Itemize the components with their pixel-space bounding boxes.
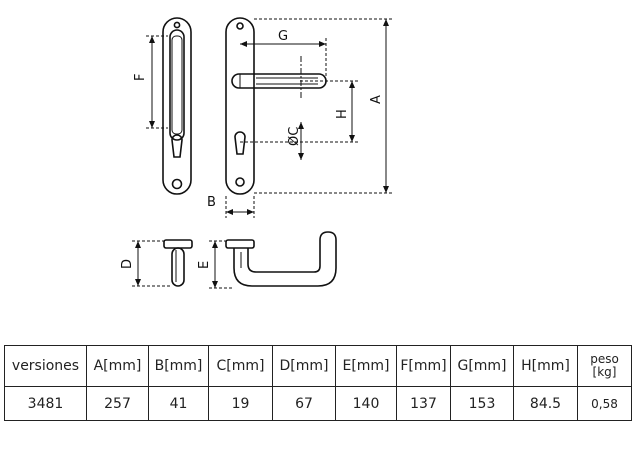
label-g: G (278, 29, 288, 44)
handle-side-view (163, 239, 193, 287)
cell-g: 153 (450, 386, 514, 421)
dimension-g (240, 38, 327, 76)
label-h: H (335, 109, 350, 119)
cell-a: 257 (86, 386, 149, 421)
label-d: D (120, 259, 135, 269)
label-c: ØC (287, 127, 302, 146)
cell-b: 41 (148, 386, 209, 421)
dimension-b (225, 196, 255, 218)
dimension-d (132, 240, 172, 287)
header-h: H[mm] (513, 345, 578, 387)
header-d: D[mm] (272, 345, 336, 387)
header-e: E[mm] (335, 345, 397, 387)
table-row: 3481 257 41 19 67 140 137 153 84.5 0,58 (4, 386, 632, 421)
header-c: C[mm] (208, 345, 273, 387)
plate-rear-view (162, 17, 192, 195)
dimension-f (146, 35, 168, 129)
handle-lever-side-view (225, 231, 337, 287)
header-b: B[mm] (148, 345, 209, 387)
label-a: A (369, 95, 384, 104)
cell-h: 84.5 (513, 386, 578, 421)
cell-peso: 0,58 (577, 386, 632, 421)
cell-d: 67 (272, 386, 336, 421)
label-b: B (207, 195, 216, 210)
dimension-a (254, 18, 392, 194)
dimension-e (209, 240, 234, 289)
header-a: A[mm] (86, 345, 149, 387)
cell-f: 137 (396, 386, 451, 421)
technical-drawing: F A G H ØC B (120, 17, 392, 289)
header-versiones: versiones (4, 345, 87, 387)
cell-version: 3481 (4, 386, 87, 421)
cell-c: 19 (208, 386, 273, 421)
header-f: F[mm] (396, 345, 451, 387)
header-peso: peso [kg] (577, 345, 632, 387)
header-g: G[mm] (450, 345, 514, 387)
table-header-row: versiones A[mm] B[mm] C[mm] D[mm] E[mm] … (4, 345, 632, 387)
cell-e: 140 (335, 386, 397, 421)
specification-table: versiones A[mm] B[mm] C[mm] D[mm] E[mm] … (4, 345, 632, 421)
label-f: F (133, 74, 148, 81)
label-e: E (197, 261, 212, 269)
dimension-h (240, 56, 358, 143)
